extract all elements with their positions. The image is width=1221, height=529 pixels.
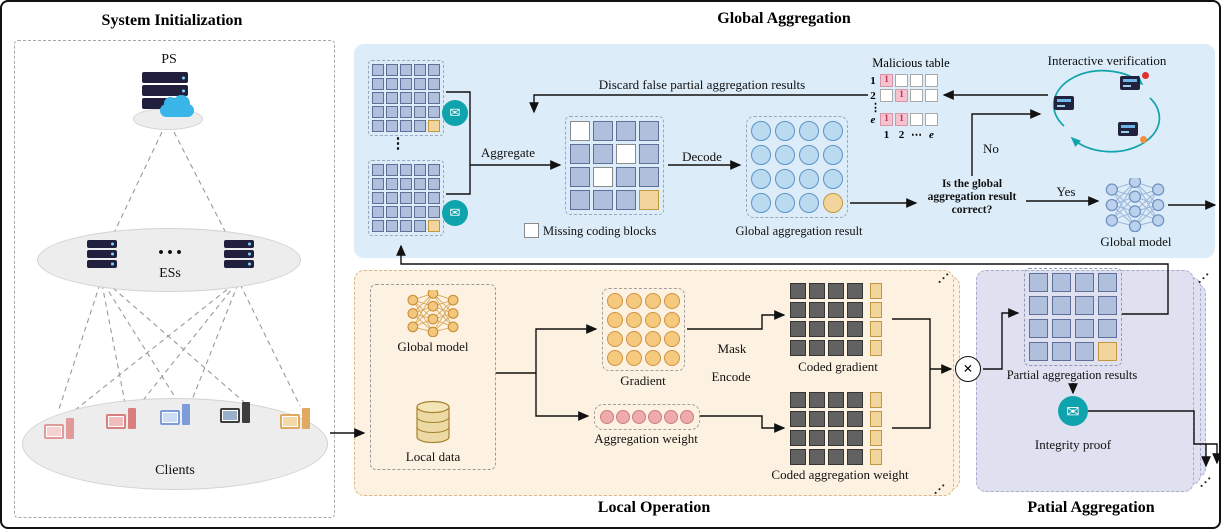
integrity-proof-mail-icon: ✉ [1058, 396, 1088, 426]
verifier-computer-icon [1054, 96, 1074, 110]
client-device-icon [44, 418, 74, 439]
integrity-proof-label: Integrity proof [1034, 437, 1112, 452]
malicious-table-title: Malicious table [872, 56, 950, 70]
monitor-icon [160, 410, 180, 425]
tower-icon [242, 402, 250, 423]
global-model-network-icon [1105, 178, 1165, 232]
verifier-computer-icon [1120, 76, 1140, 90]
interactive-verification-label: Interactive verification [1047, 53, 1167, 68]
client-device-icon [220, 402, 250, 423]
coded-agg-weight-label: Coded aggregation weight [771, 467, 909, 482]
partial-aggregation-title: Patial Aggregation [1027, 499, 1155, 516]
tower-icon [182, 404, 190, 425]
coded-blocks-grid-top [368, 60, 444, 136]
partial-results-grid [1024, 268, 1122, 366]
tower-icon [128, 408, 136, 429]
aggregation-correct-question: Is the global aggregation result correct… [927, 178, 1017, 217]
global-result-label: Global aggregation result [735, 224, 863, 238]
edge-server-left-icon [87, 240, 117, 268]
es-dots: • • • [158, 245, 182, 261]
mail-icon: ✉ [442, 200, 468, 226]
local-global-model-network-icon [407, 290, 459, 337]
missing-block-swatch [524, 223, 539, 238]
decode-label: Decode [682, 149, 722, 164]
coded-agg-weight-grid [790, 392, 882, 465]
aggregated-coded-grid [565, 116, 664, 215]
coded-blocks-grid-bottom [368, 160, 444, 236]
local-data-database-icon [416, 400, 450, 444]
system-initialization-panel [14, 40, 335, 518]
monitor-icon [44, 424, 64, 439]
discard-label: Discard false partial aggregation result… [598, 77, 806, 92]
system-init-title: System Initialization [101, 12, 243, 29]
multiply-operator-icon: × [955, 356, 981, 382]
tower-icon [302, 408, 310, 429]
no-label: No [983, 141, 999, 156]
gradient-label: Gradient [620, 373, 666, 388]
client-device-icon [280, 408, 310, 429]
yes-label: Yes [1056, 184, 1076, 199]
grids-vdots: ⋮ [390, 136, 406, 152]
mask-label: Mask [717, 341, 747, 356]
mail-icon: ✉ [442, 100, 468, 126]
encode-label: Encode [711, 369, 751, 384]
local-global-model-label: Global model [397, 339, 469, 354]
edge-servers-ellipse [37, 228, 301, 292]
aggregate-label: Aggregate [480, 145, 536, 160]
ps-label: PS [161, 52, 177, 67]
gradient-grid [602, 288, 685, 371]
ess-label: ESs [159, 266, 181, 281]
monitor-icon [280, 414, 300, 429]
partial-results-label: Partial aggregation results [1006, 368, 1138, 382]
malicious-flag-dot [1142, 72, 1149, 79]
client-device-icon [160, 404, 190, 425]
monitor-icon [106, 414, 126, 429]
global-aggregation-title: Global Aggregation [717, 10, 851, 27]
clients-label: Clients [155, 463, 195, 478]
edge-server-right-icon [224, 240, 254, 268]
local-data-label: Local data [405, 449, 461, 464]
tower-icon [66, 418, 74, 439]
aggregation-weight-row [594, 404, 700, 430]
verifier-computer-icon [1118, 122, 1138, 136]
warning-flag-dot [1140, 136, 1147, 143]
local-operation-title: Local Operation [597, 499, 711, 516]
missing-legend-label: Missing coding blocks [543, 224, 657, 238]
client-device-icon [106, 408, 136, 429]
monitor-icon [220, 408, 240, 423]
cloud-icon [160, 95, 194, 117]
aggregation-weight-label: Aggregation weight [594, 431, 698, 446]
global-model-label: Global model [1100, 234, 1172, 249]
coded-gradient-grid [790, 283, 882, 356]
global-result-grid [746, 116, 848, 218]
coded-gradient-label: Coded gradient [798, 359, 878, 374]
